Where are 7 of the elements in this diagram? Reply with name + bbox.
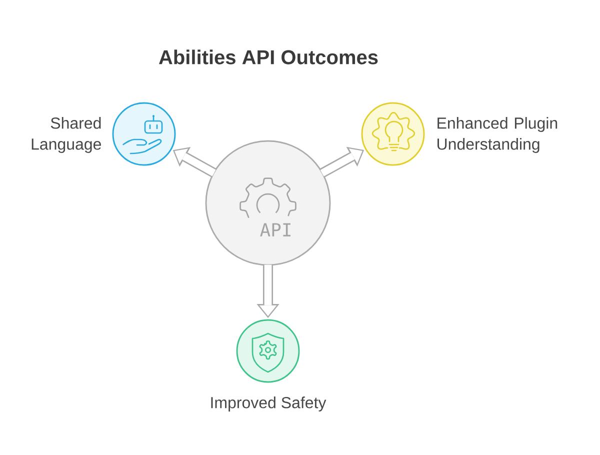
outcome-label: Enhanced Plugin Understanding <box>438 117 558 153</box>
block-arrow <box>320 146 364 178</box>
outcome-label: Improved Safety <box>211 396 326 412</box>
title: Abilities API Outcomes <box>158 50 378 64</box>
outcome-label: Shared Language <box>32 117 101 153</box>
block-arrow <box>172 147 216 178</box>
block-arrow <box>256 264 280 318</box>
